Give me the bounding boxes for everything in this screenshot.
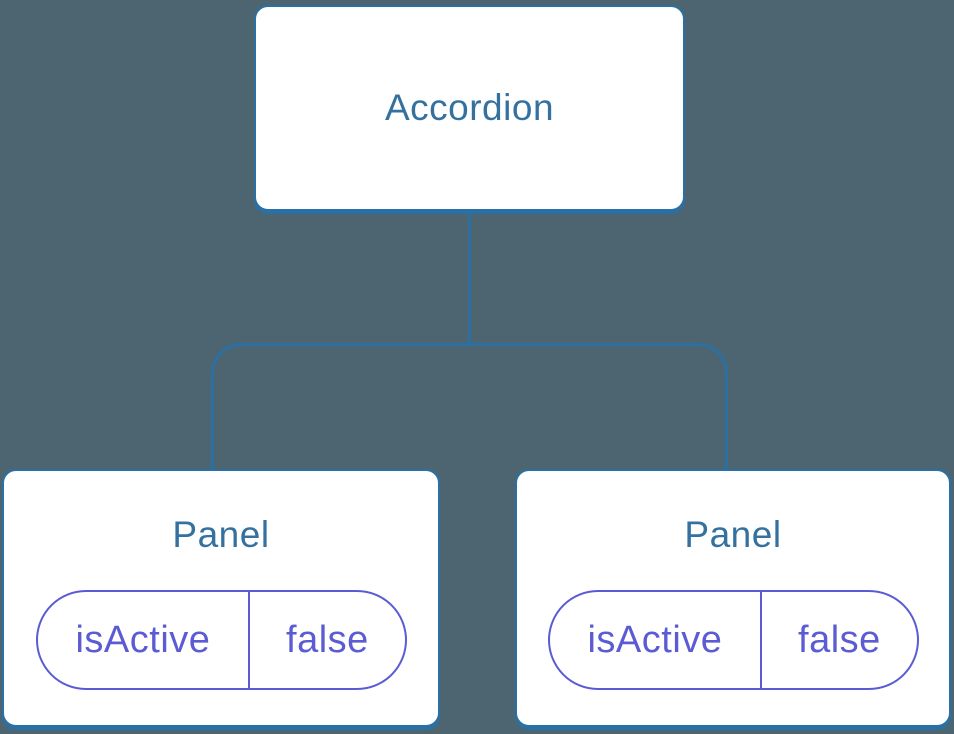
connector-branch [211,343,728,469]
panel-right-label: Panel [684,514,782,555]
tree-node-panel-right: Panel isActive false [515,469,951,727]
tree-node-panel-left: Panel isActive false [2,469,440,727]
panel-left-label: Panel [172,514,270,555]
state-key-right: isActive [550,592,763,688]
state-pill-right: isActive false [547,590,919,690]
state-value-right: false [798,618,881,661]
connector-stem [468,212,471,346]
state-key-left: isActive [38,592,251,688]
tree-node-accordion: Accordion [254,5,685,211]
state-value-left: false [286,618,369,661]
state-pill-left: isActive false [35,590,407,690]
accordion-node-label: Accordion [384,87,555,128]
